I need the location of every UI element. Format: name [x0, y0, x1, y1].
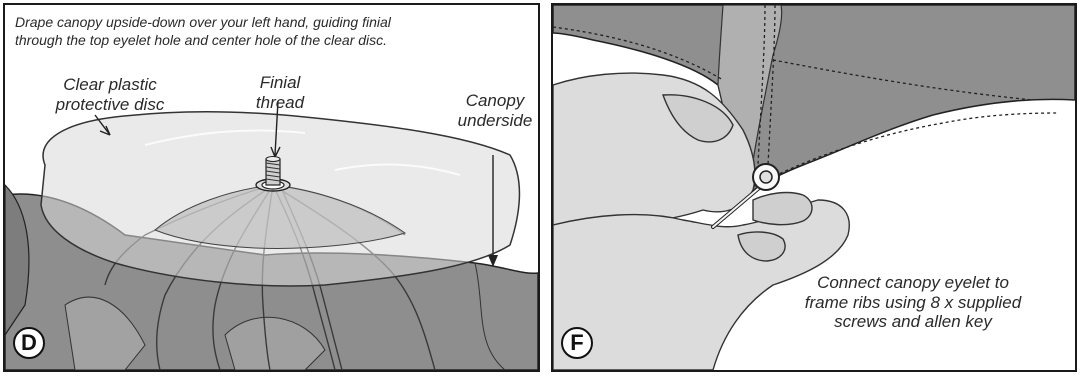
step-badge-f: F	[561, 327, 593, 359]
label-clear-plastic-disc: Clear plastic protective disc	[25, 75, 195, 114]
panel-d-illustration	[5, 5, 538, 370]
caption-connect-eyelet: Connect canopy eyelet to frame ribs usin…	[763, 273, 1063, 332]
label-canopy-underside: Canopy underside	[450, 91, 540, 130]
canopy-eyelet	[753, 164, 779, 190]
label-finial-thread: Finial thread	[240, 73, 320, 112]
step-badge-d: D	[13, 327, 45, 359]
panel-d: Drape canopy upside-down over your left …	[3, 3, 540, 372]
instruction-text: Drape canopy upside-down over your left …	[15, 13, 535, 49]
panel-f: Connect canopy eyelet to frame ribs usin…	[551, 3, 1077, 372]
